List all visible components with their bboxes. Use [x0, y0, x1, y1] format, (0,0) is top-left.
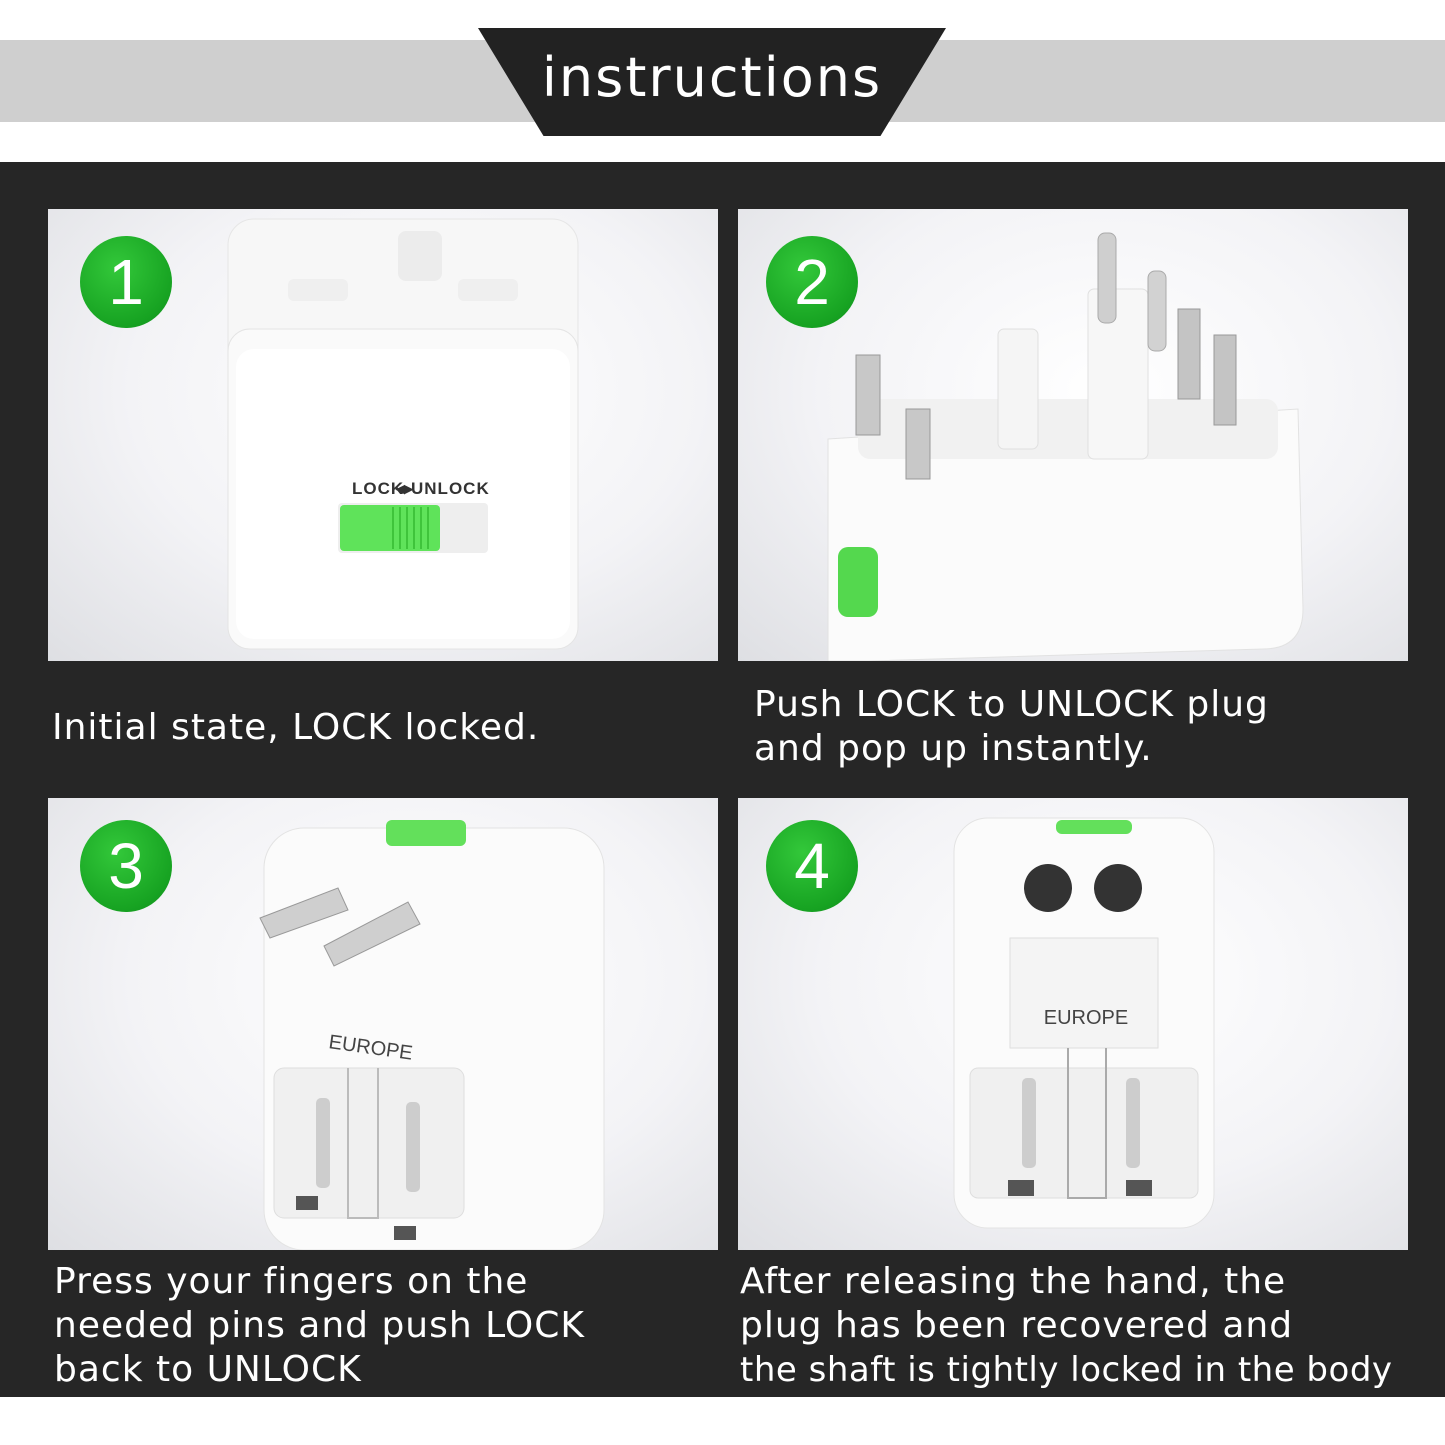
- lock-label: LOCK: [352, 479, 404, 498]
- step-2-caption: Push LOCK to UNLOCK plug and pop up inst…: [754, 683, 1269, 771]
- step-3-caption: Press your fingers on the needed pins an…: [54, 1260, 585, 1392]
- caption-line: Initial state, LOCK locked.: [52, 707, 540, 748]
- europe-label: EUROPE: [1044, 1007, 1128, 1029]
- caption-line: Press your fingers on the: [54, 1261, 529, 1302]
- header-tab: [478, 28, 946, 136]
- step-1-photo: LOCK ◂▸ UNLOCK: [48, 209, 718, 661]
- step-3-badge: 3: [80, 820, 172, 912]
- step-2-badge: 2: [766, 236, 858, 328]
- lock-slider: [340, 505, 440, 551]
- caption-line: the shaft is tightly locked in the body: [740, 1350, 1393, 1390]
- caption-line: After releasing the hand, the: [740, 1261, 1287, 1302]
- step-4-photo: EUROPE: [738, 798, 1408, 1250]
- caption-line: plug has been recovered and: [740, 1305, 1294, 1346]
- adapter-pins-pressed-illustration: EUROPE: [259, 820, 605, 1250]
- caption-line: Push LOCK to UNLOCK plug: [754, 684, 1269, 725]
- step-1-caption: Initial state, LOCK locked.: [52, 706, 539, 750]
- step-4-badge: 4: [766, 820, 858, 912]
- page-title: instructions: [541, 46, 883, 109]
- arrow-icon: ◂▸: [395, 479, 415, 498]
- caption-line: needed pins and push LOCK: [54, 1305, 585, 1346]
- adapter-recovered-illustration: EUROPE: [953, 817, 1215, 1229]
- step-1-badge: 1: [80, 236, 172, 328]
- caption-line: and pop up instantly.: [754, 728, 1153, 769]
- unlock-label: UNLOCK: [411, 479, 490, 498]
- adapter-pins-raised-illustration: [827, 232, 1304, 661]
- adapter-locked-illustration: LOCK ◂▸ UNLOCK: [227, 218, 579, 650]
- caption-line: back to UNLOCK: [54, 1349, 362, 1390]
- step-4-caption: After releasing the hand, the plug has b…: [740, 1260, 1393, 1392]
